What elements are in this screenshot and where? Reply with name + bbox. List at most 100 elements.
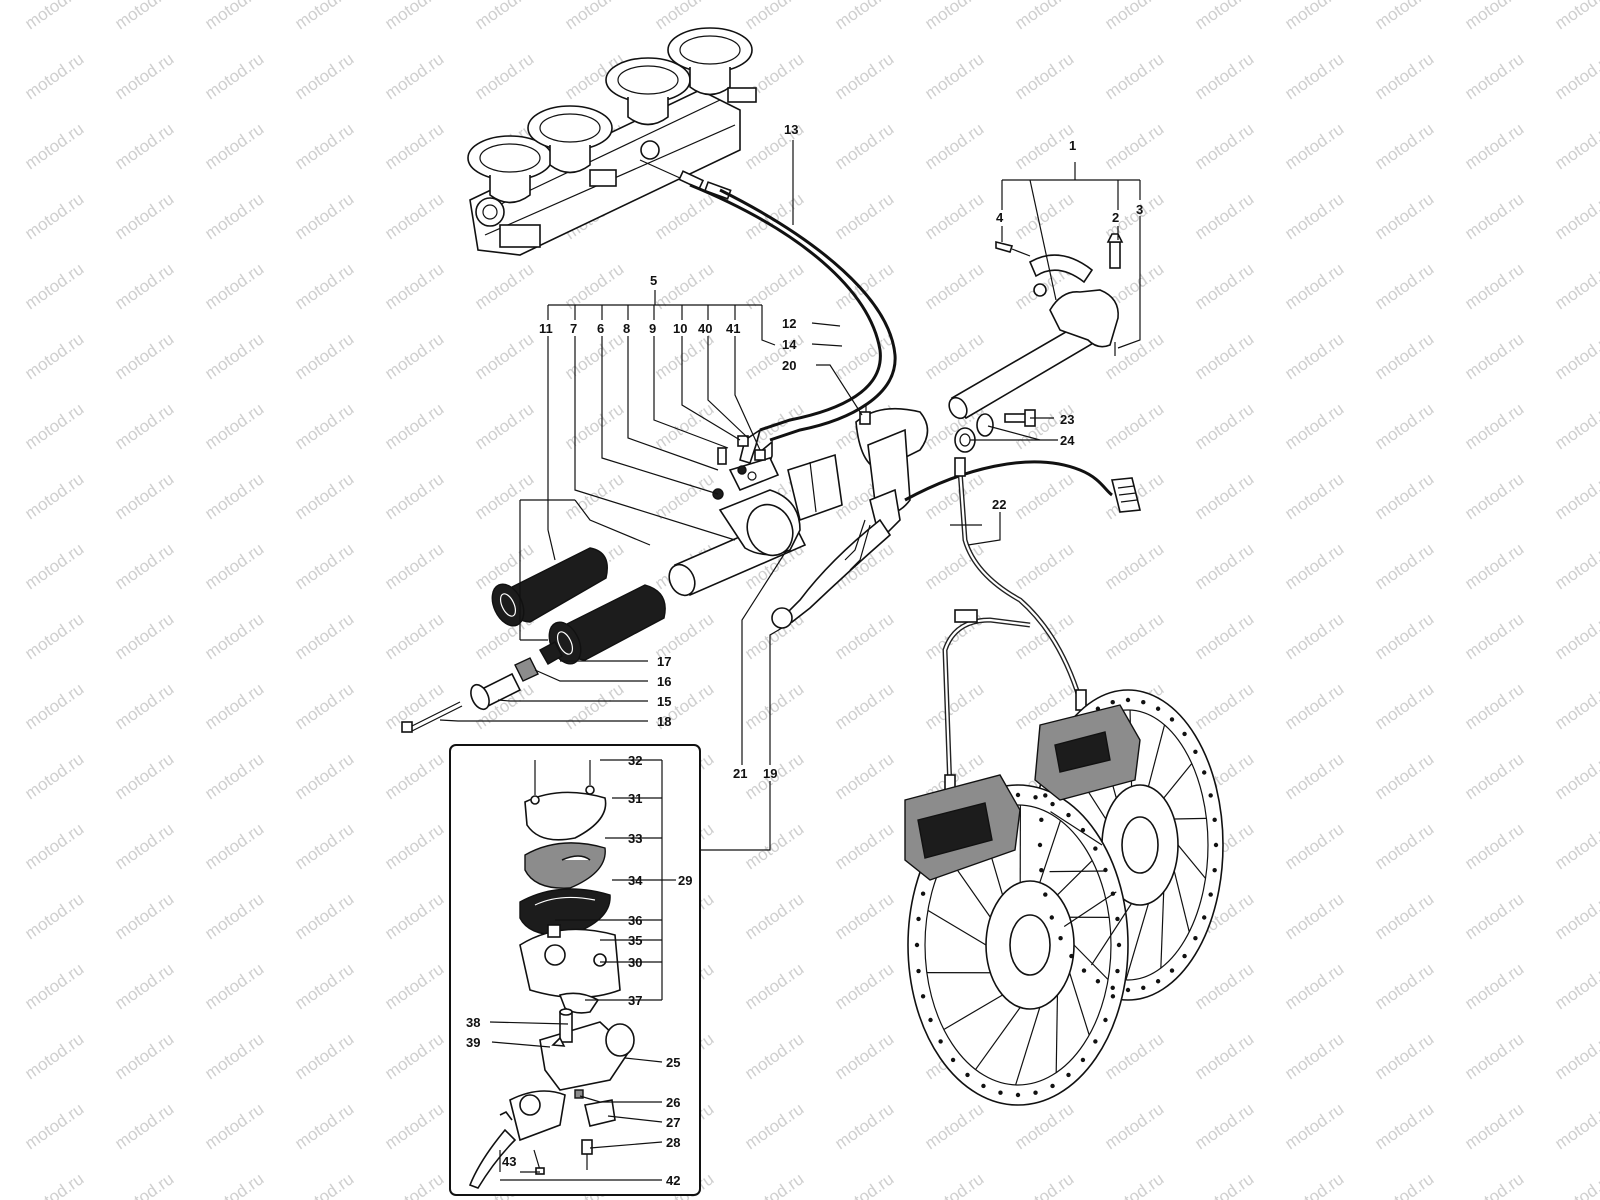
callout-7: 7 xyxy=(570,321,577,336)
watermark-text: motod.ru xyxy=(201,119,267,173)
watermark-text: motod.ru xyxy=(291,399,357,453)
watermark-text: motod.ru xyxy=(561,679,627,733)
watermark-text: motod.ru xyxy=(471,469,537,523)
callout-5: 5 xyxy=(650,273,657,288)
callout-41: 41 xyxy=(726,321,740,336)
callout-22: 22 xyxy=(992,497,1006,512)
watermark-text: motod.ru xyxy=(831,1029,897,1083)
disc-drill-hole xyxy=(1103,867,1108,873)
disc-drill-hole xyxy=(1115,968,1120,974)
watermark-text: motod.ru xyxy=(1461,1099,1527,1153)
watermark-text: motod.ru xyxy=(1461,399,1527,453)
master-cylinder-inset xyxy=(449,744,701,1196)
watermark-text: motod.ru xyxy=(111,469,177,523)
watermark-text: motod.ru xyxy=(1371,119,1437,173)
watermark-text: motod.ru xyxy=(1011,189,1077,243)
watermark-text: motod.ru xyxy=(741,819,807,873)
watermark-text: motod.ru xyxy=(1281,889,1347,943)
leader-lines xyxy=(439,140,1141,1181)
watermark-text: motod.ru xyxy=(21,959,87,1013)
callout-36: 36 xyxy=(628,913,642,928)
watermark-text: motod.ru xyxy=(471,0,537,33)
watermark-text: motod.ru xyxy=(1461,329,1527,383)
watermark-text: motod.ru xyxy=(1191,119,1257,173)
disc-drill-hole xyxy=(1066,1072,1071,1078)
watermark-text: motod.ru xyxy=(381,819,447,873)
watermark-text: motod.ru xyxy=(651,469,717,523)
watermark-text: motod.ru xyxy=(291,1029,357,1083)
callout-8: 8 xyxy=(623,321,630,336)
disc-spoke xyxy=(1057,860,1093,896)
watermark-text: motod.ru xyxy=(1461,679,1527,733)
disc-drill-hole xyxy=(1213,842,1219,848)
watermark-text: motod.ru xyxy=(201,889,267,943)
watermark-text: motod.ru xyxy=(111,959,177,1013)
disc-drill-hole xyxy=(1049,915,1054,920)
callout-43: 43 xyxy=(502,1154,516,1169)
disc-spoke xyxy=(927,909,987,946)
watermark-text: motod.ru xyxy=(831,189,897,243)
watermark-text: motod.ru xyxy=(201,399,267,453)
watermark-text: motod.ru xyxy=(381,749,447,803)
callout-labels: 1 2 3 4 5 6 7 8 9 10 11 12 13 14 15 16 1… xyxy=(466,122,1143,1188)
watermark-text: motod.ru xyxy=(111,0,177,33)
watermark-text: motod.ru xyxy=(1461,749,1527,803)
watermark-text: motod.ru xyxy=(1191,1169,1257,1200)
callout-30: 30 xyxy=(628,955,642,970)
watermark-text: motod.ru xyxy=(1011,1169,1077,1200)
disc-drill-hole xyxy=(1193,936,1198,941)
watermark-text: motod.ru xyxy=(291,819,357,873)
watermark-text: motod.ru xyxy=(921,1099,987,1153)
watermark-text: motod.ru xyxy=(1371,819,1437,873)
callout-39: 39 xyxy=(466,1035,480,1050)
disc-drill-hole xyxy=(1033,1090,1038,1095)
watermark-text: motod.ru xyxy=(1101,0,1167,33)
callout-26: 26 xyxy=(666,1095,680,1110)
disc-drill-hole xyxy=(1141,985,1146,990)
watermark-text: motod.ru xyxy=(1191,539,1257,593)
watermark-text: motod.ru xyxy=(21,0,87,33)
watermark-text: motod.ru xyxy=(21,119,87,173)
clutch-lever-assembly xyxy=(771,405,929,629)
watermark-text: motod.ru xyxy=(1281,259,1347,313)
watermark-text: motod.ru xyxy=(921,1169,987,1200)
watermark-text: motod.ru xyxy=(1101,609,1167,663)
watermark-text: motod.ru xyxy=(921,0,987,33)
watermark-text: motod.ru xyxy=(291,539,357,593)
watermark-text: motod.ru xyxy=(831,609,897,663)
watermark-text: motod.ru xyxy=(1101,49,1167,103)
disc-drill-hole xyxy=(1155,706,1161,711)
watermark-text: motod.ru xyxy=(651,189,717,243)
watermark-text: motod.ru xyxy=(111,1029,177,1083)
watermark-text: motod.ru xyxy=(21,259,87,313)
disc-spoke xyxy=(1055,995,1059,1073)
disc-drill-hole xyxy=(1212,817,1217,823)
disc-drill-hole xyxy=(1093,846,1098,851)
watermark-text: motod.ru xyxy=(831,329,897,383)
watermark-text: motod.ru xyxy=(831,0,897,33)
callout-13: 13 xyxy=(784,122,798,137)
watermark-text: motod.ru xyxy=(381,889,447,943)
disc-spoke xyxy=(1177,844,1206,879)
watermark-text: motod.ru xyxy=(1551,679,1600,733)
watermark-text: motod.ru xyxy=(1281,189,1347,243)
callout-18: 18 xyxy=(657,714,671,729)
disc-drill-hole xyxy=(1103,1017,1108,1023)
disc-drill-hole xyxy=(1069,953,1074,959)
disc-spoke xyxy=(1125,903,1150,981)
watermark-text: motod.ru xyxy=(111,1169,177,1200)
disc-drill-hole xyxy=(1080,827,1086,833)
disc-drill-hole xyxy=(1169,968,1175,973)
watermark-text: motod.ru xyxy=(21,819,87,873)
callout-34: 34 xyxy=(628,873,643,888)
watermark-text: motod.ru xyxy=(201,1169,267,1200)
watermark-text: motod.ru xyxy=(1551,1029,1600,1083)
disc-spoke xyxy=(1173,870,1190,932)
watermark-text: motod.ru xyxy=(831,119,897,173)
watermark-text: motod.ru xyxy=(651,399,717,453)
watermark-text: motod.ru xyxy=(1551,119,1600,173)
watermark-text: motod.ru xyxy=(381,329,447,383)
watermark-text: motod.ru xyxy=(21,399,87,453)
watermark-text: motod.ru xyxy=(291,0,357,33)
disc-drill-hole xyxy=(1141,700,1146,705)
